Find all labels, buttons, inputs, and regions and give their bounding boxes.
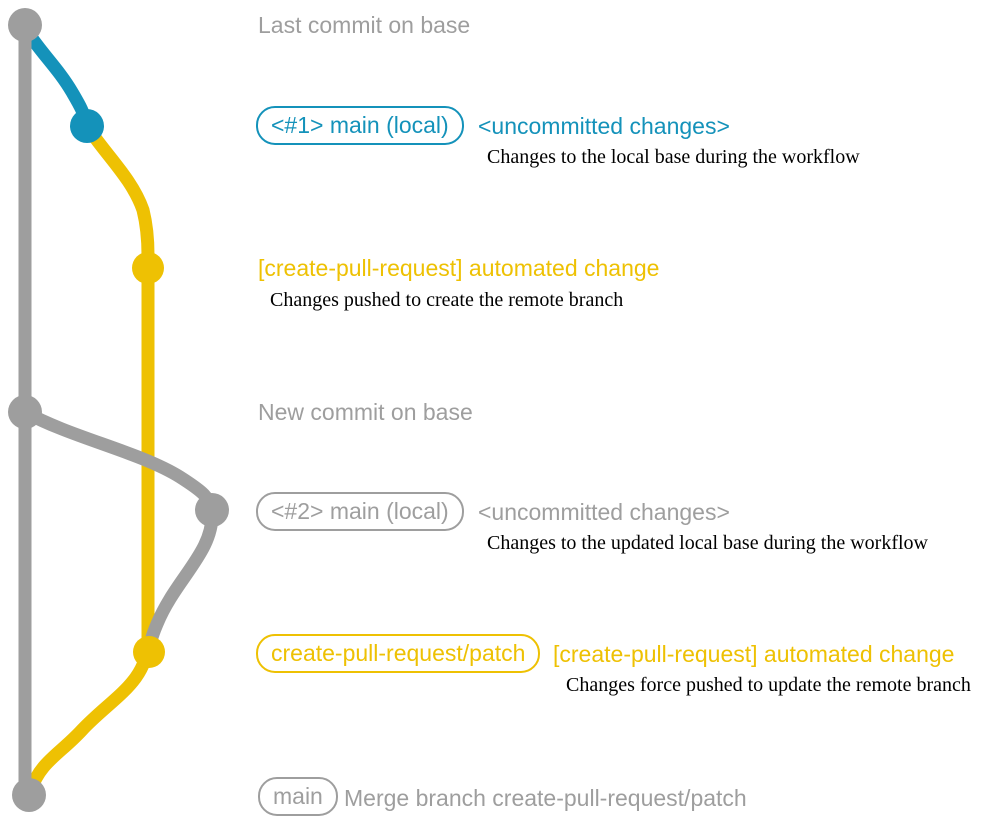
automated-change-label-1: [create-pull-request] automated change	[258, 255, 660, 281]
commit-node-local-2	[195, 493, 229, 527]
uncommitted-changes-label-2: <uncommitted changes>	[478, 499, 730, 525]
commit-node-automated-change-2	[133, 636, 165, 668]
commit-node-local-1	[70, 109, 104, 143]
branch-badge-label: <#1> main (local)	[256, 106, 464, 145]
uncommitted-changes-label-1: <uncommitted changes>	[478, 113, 730, 139]
merge-commit-label: Merge branch create-pull-request/patch	[344, 785, 747, 811]
automated-change-label-2: [create-pull-request] automated change	[553, 641, 955, 667]
commit-node-last-commit	[8, 8, 42, 42]
branch-line-main-local-1	[19, 24, 94, 128]
new-commit-label: New commit on base	[258, 399, 473, 425]
automated-change-desc-1: Changes pushed to create the remote bran…	[270, 289, 624, 311]
commit-node-new-commit	[8, 395, 42, 429]
uncommitted-changes-desc-2: Changes to the updated local base during…	[487, 532, 928, 554]
uncommitted-changes-desc-1: Changes to the local base during the wor…	[487, 146, 860, 168]
branch-badge-create-pull-request-patch: create-pull-request/patch	[256, 634, 541, 673]
branch-badge-main: main	[258, 777, 338, 816]
last-commit-label: Last commit on base	[258, 12, 471, 38]
branch-line-main-local-2	[21, 406, 219, 653]
automated-change-desc-2: Changes force pushed to update the remot…	[566, 674, 971, 696]
branch-badge-main-local-2: <#2> main (local)	[256, 492, 464, 531]
branch-badge-label: create-pull-request/patch	[256, 634, 541, 673]
branch-badge-label: main	[258, 777, 338, 816]
commit-node-automated-change-1	[132, 252, 164, 284]
branch-badge-label: <#2> main (local)	[256, 492, 464, 531]
branch-badge-main-local-1: <#1> main (local)	[256, 106, 464, 145]
commit-node-merge	[12, 778, 46, 812]
